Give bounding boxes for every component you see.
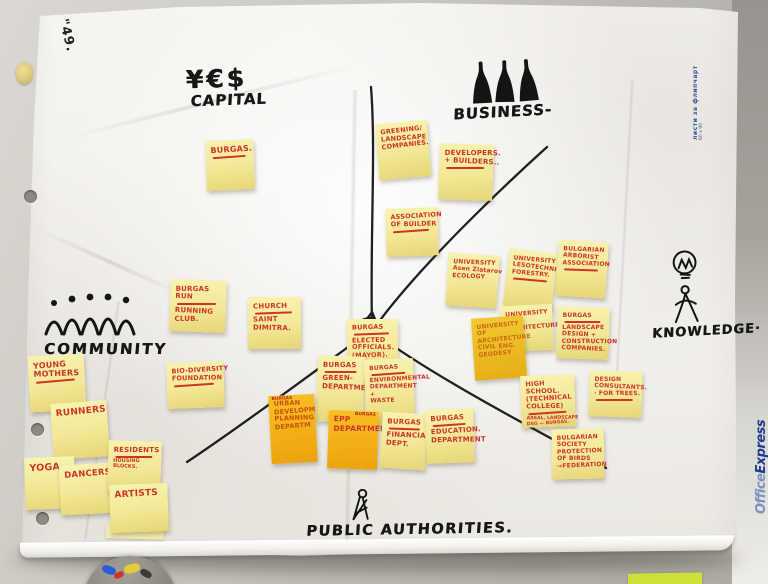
paper-crease: [36, 227, 184, 297]
note-line: DEPARTM: [274, 420, 312, 432]
brand-officeexpress: OfficeExpress: [694, 378, 768, 514]
brand-office-text: Office: [754, 473, 768, 514]
note-line: CHURCH: [252, 301, 288, 311]
sticky-note-runners: RUNNERS: [50, 400, 110, 460]
note-underline: [564, 320, 601, 323]
punch-hole: [31, 423, 44, 436]
note-line: DEPARTMENT: [333, 423, 392, 434]
note-underline: [324, 370, 357, 373]
note-line: COMPANIES.: [381, 138, 430, 152]
note-line: CLUB.: [174, 314, 199, 323]
label-knowledge: KNOWLEDGE·: [648, 243, 762, 342]
note-underline: [563, 268, 599, 272]
paper-crease: [613, 80, 635, 400]
note-line: BURGAS: [387, 417, 422, 427]
note-line: RESIDENTS: [113, 445, 160, 455]
note-line: BURGAS.: [210, 143, 253, 156]
brand-express-text: Express: [754, 419, 768, 474]
label-community: COMMUNITY: [43, 292, 168, 358]
business-people-icon: [473, 59, 539, 104]
note-line: SAINT: [252, 315, 278, 324]
note-underline: [595, 398, 633, 401]
note-line: →FEDERATION: [557, 461, 608, 471]
note-line: + BUILDERS..: [444, 156, 500, 167]
pad-label: листи за флипчарт 60 x 90: [688, 50, 732, 140]
lightbulb-person-icon: [672, 250, 699, 324]
sticky-note-burgas-capital: BURGAS.: [205, 139, 255, 191]
note-line: DEPARTMENT: [431, 434, 486, 444]
note-line: DANCERS: [63, 467, 112, 481]
note-line: DEPARTMENT: [321, 381, 377, 393]
note-line: RUN: [175, 292, 194, 301]
note-underline: [177, 302, 217, 305]
note-underline: [35, 378, 76, 385]
note-line: ASSOCIATION: [562, 259, 611, 269]
community-people-icon: [44, 293, 136, 336]
label-capital: ¥€$ CAPITAL: [185, 63, 267, 111]
note-line: WASTE: [370, 397, 395, 405]
wall-right: [732, 0, 768, 584]
label-business: BUSINESS-: [450, 55, 552, 124]
note-underline: [392, 228, 430, 234]
sticky-note-developers-builders: DEVELOPERS.+ BUILDERS..: [438, 143, 501, 201]
official-person-icon: [352, 488, 369, 521]
note-underline: [212, 154, 246, 160]
note-underline: [446, 166, 484, 169]
note-line-small: BLOCKS.: [112, 463, 138, 471]
note-line: BURGAS: [322, 360, 357, 370]
paper-pin: [16, 62, 33, 84]
label-capital-text: CAPITAL: [190, 89, 268, 111]
note-line: ECOLOGY: [452, 272, 486, 281]
sticky-note-artists: ARTISTS: [109, 483, 169, 533]
note-line: RUNNERS: [55, 404, 107, 420]
note-line: OF BUILDER: [390, 219, 437, 229]
green-sticky-note: [627, 572, 703, 584]
note-line: COMPANIES.: [561, 344, 606, 354]
note-line: ARTISTS: [114, 487, 159, 501]
note-line: BURGAS: [430, 413, 465, 424]
note-line: DIMITRA.: [252, 323, 292, 332]
label-public-authorities: PUBLIC AUTHORITIES.: [306, 486, 514, 540]
note-line: BURGAS: [562, 311, 592, 320]
note-line: BURGAS: [351, 322, 384, 332]
pad-label-text: листи за флипчарт: [692, 65, 699, 140]
note-line: FOUNDATION: [171, 373, 223, 383]
pad-label-subtext: 60 x 90: [699, 123, 704, 140]
note-underline: [173, 382, 215, 388]
punch-hole: [24, 190, 37, 203]
punch-hole: [36, 512, 49, 525]
note-line: · FOR TREES.: [593, 390, 641, 398]
